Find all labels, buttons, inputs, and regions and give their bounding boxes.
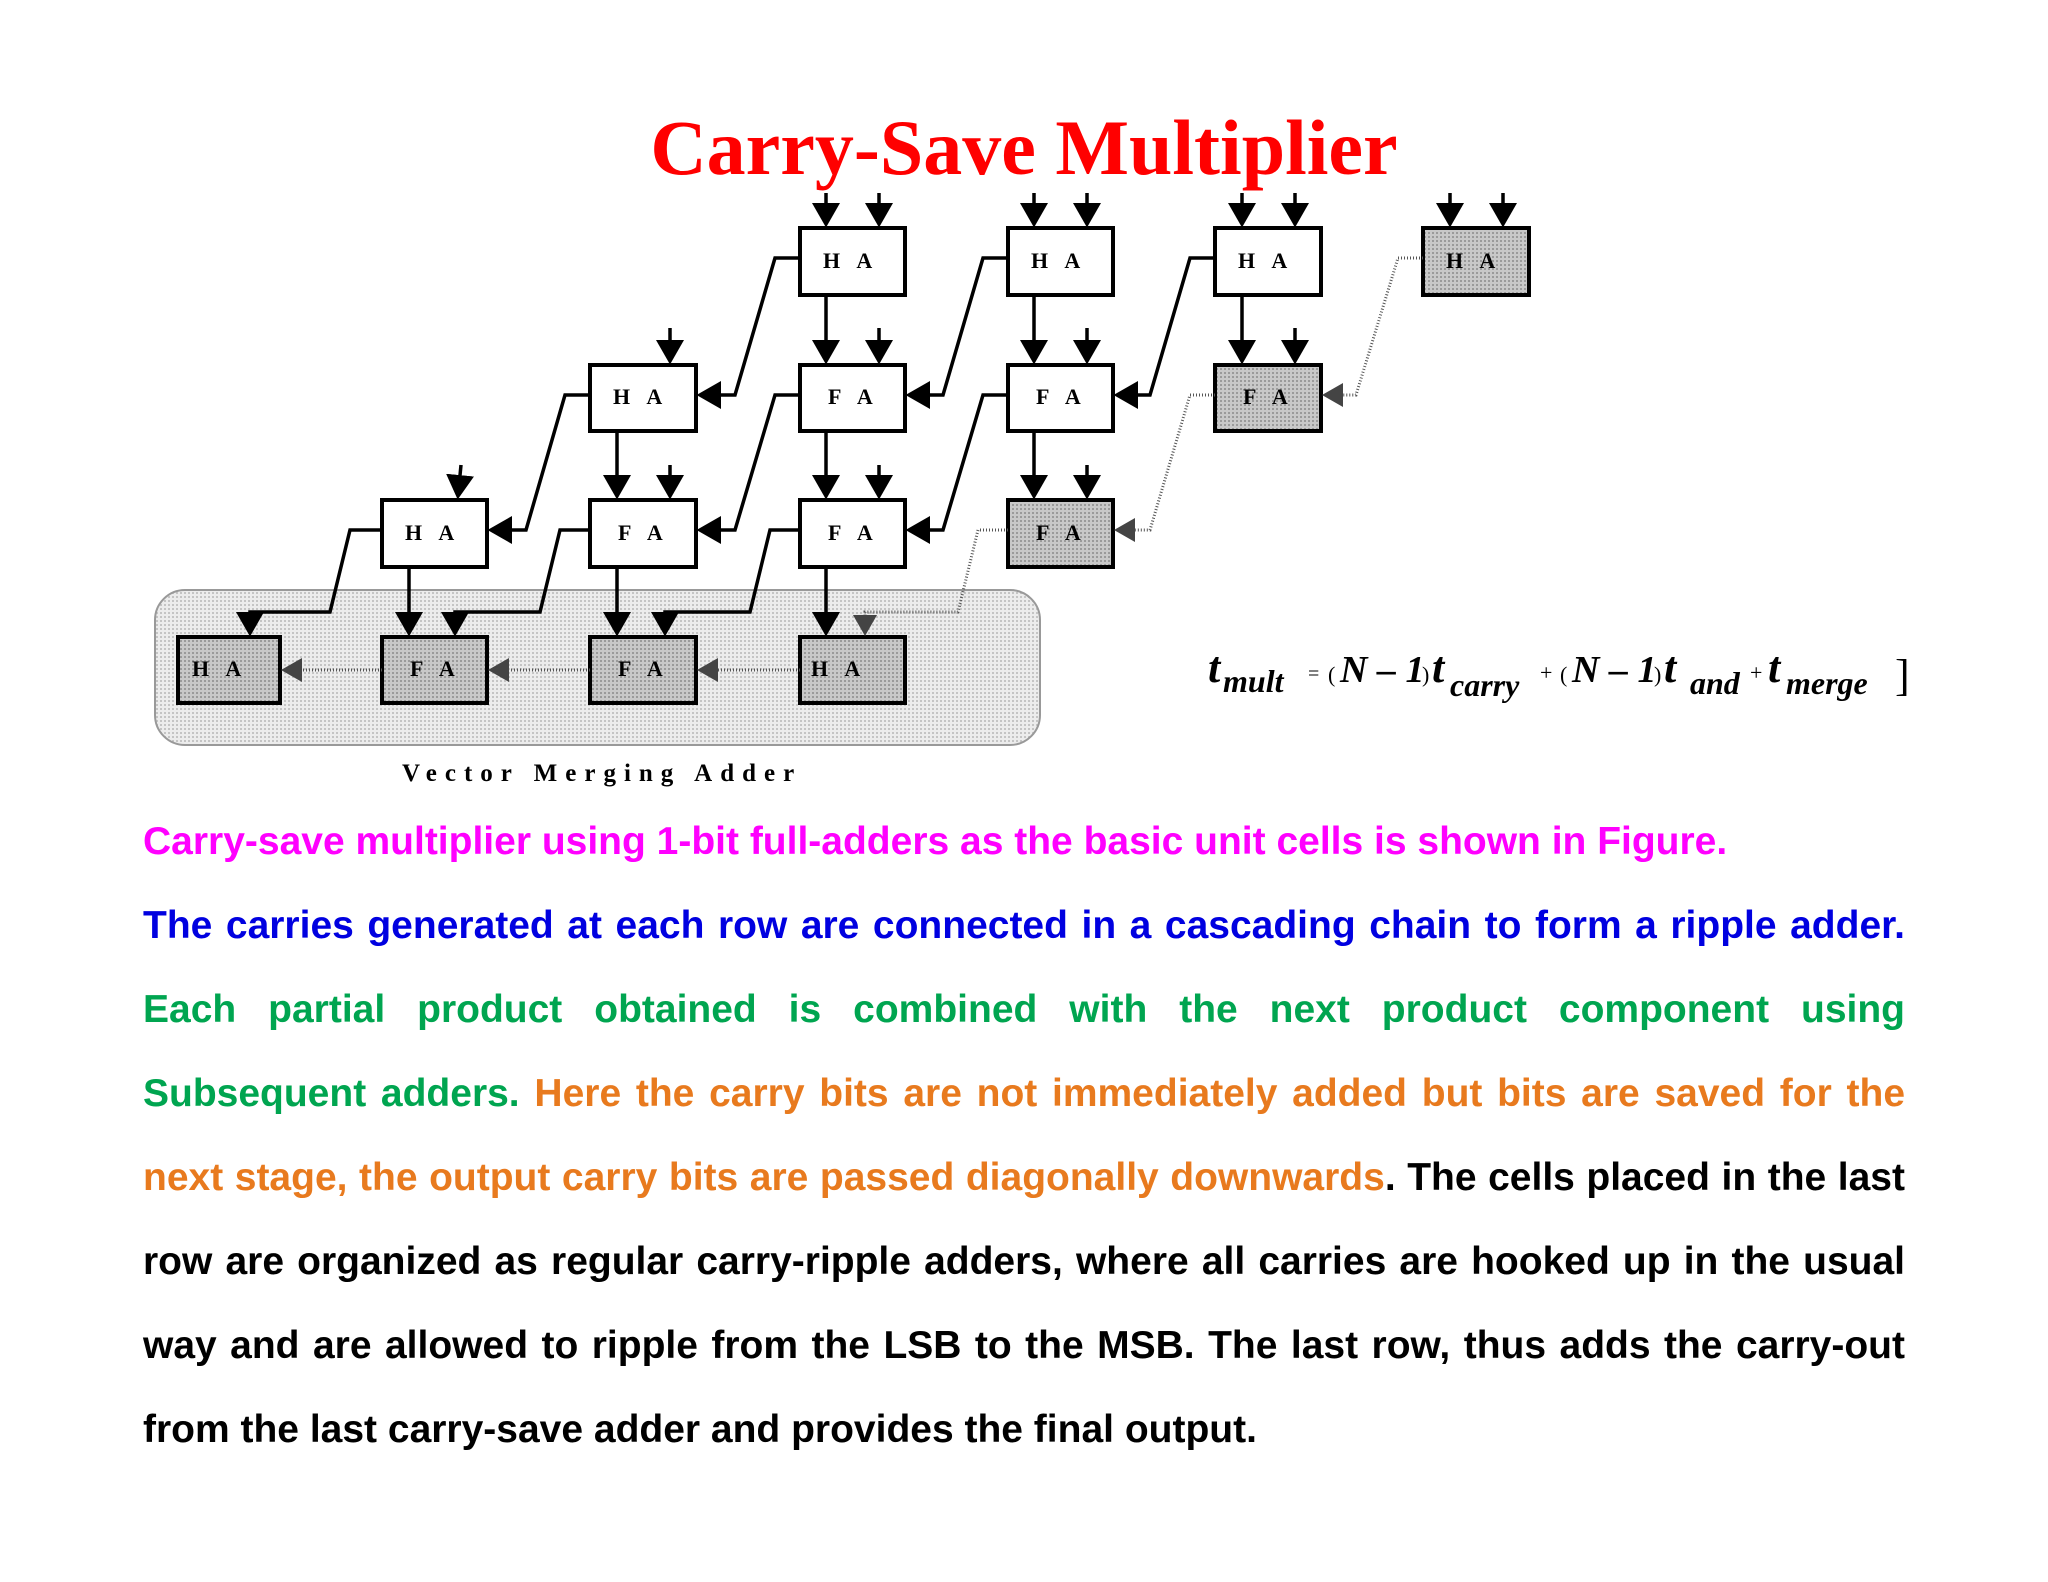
sum-wires bbox=[395, 295, 1256, 637]
diagram-wire bbox=[696, 393, 800, 544]
page-title: Carry-Save Multiplier bbox=[650, 104, 1398, 191]
diagram-wire bbox=[1114, 393, 1215, 542]
diagram-wire bbox=[1113, 256, 1215, 409]
diagram-label: + bbox=[1540, 660, 1552, 685]
diagram-label: F A bbox=[1036, 384, 1087, 409]
body-text: The carries generated at each row are co… bbox=[143, 904, 1906, 1451]
diagram-label: F A bbox=[1036, 520, 1087, 545]
diagram-label: H A bbox=[1446, 248, 1501, 273]
cell-r1-c1 bbox=[798, 226, 907, 297]
diagram-label: F A bbox=[828, 384, 879, 409]
diagram-label: H A bbox=[1031, 248, 1086, 273]
diagram-label: t bbox=[1664, 643, 1678, 692]
diagram-label: H A bbox=[823, 248, 878, 273]
diagram-label: ( bbox=[1560, 662, 1567, 687]
diagram-wire bbox=[487, 393, 590, 544]
cell-r3-c2 bbox=[588, 498, 698, 569]
diagram-label: + bbox=[1750, 660, 1762, 685]
row-4: H A F A F A H A bbox=[176, 635, 907, 705]
diagram-label: F A bbox=[618, 656, 669, 681]
diagram-label: F A bbox=[618, 520, 669, 545]
diagram-wire bbox=[905, 256, 1008, 409]
description-paragraph: Carry-save multiplier using 1-bit full-a… bbox=[143, 800, 1905, 1472]
cell-r1-c4 bbox=[1421, 226, 1531, 297]
cell-r4-c3 bbox=[588, 635, 698, 705]
diagram-label: N – 1 bbox=[1571, 649, 1656, 691]
carry-wires bbox=[236, 256, 1423, 637]
cell-r4-c4 bbox=[798, 635, 907, 705]
diagram-label: H A bbox=[613, 384, 668, 409]
diagram-label: ) bbox=[1422, 662, 1429, 687]
cell-r4-c2 bbox=[380, 635, 489, 705]
carry-save-multiplier-diagram: H A H A H A H A H A F A F A F A H A F A … bbox=[154, 193, 1910, 787]
diagram-label: ) bbox=[1654, 662, 1661, 687]
diagram-label: N – 1 bbox=[1339, 649, 1424, 691]
diagram-label: H A bbox=[811, 656, 866, 681]
diagram-wire bbox=[446, 464, 474, 500]
cell-r1-c3 bbox=[1213, 226, 1323, 297]
diagram-label: F A bbox=[828, 520, 879, 545]
cell-r2-c1 bbox=[588, 363, 698, 433]
diagram-label: merge bbox=[1786, 665, 1868, 701]
diagram-label: F A bbox=[410, 656, 461, 681]
diagram-label: ] bbox=[1895, 651, 1910, 700]
diagram-wire bbox=[853, 528, 1008, 636]
cell-r3-c4 bbox=[1006, 498, 1115, 569]
intro-line: Carry-save multiplier using 1-bit full-a… bbox=[143, 820, 1728, 863]
diagram-label: carry bbox=[1450, 667, 1520, 703]
diagram-wire bbox=[651, 528, 800, 637]
diagram-wire bbox=[441, 528, 590, 637]
diagram-wire bbox=[1322, 256, 1423, 407]
cell-r2-c2 bbox=[798, 363, 907, 433]
cell-r3-c1 bbox=[380, 498, 489, 569]
input-arrows bbox=[446, 193, 1517, 500]
diagram-label: t bbox=[1768, 643, 1782, 692]
diagram-wire bbox=[696, 256, 800, 409]
diagram-wire bbox=[905, 393, 1008, 544]
timing-formula: t mult = ( N – 1 ) t carry + ( N – 1 ) t… bbox=[1208, 643, 1910, 703]
diagram-label: ( bbox=[1328, 662, 1335, 687]
diagram-label: and bbox=[1690, 665, 1741, 701]
diagram-label: F A bbox=[1243, 384, 1294, 409]
cell-r2-c3 bbox=[1006, 363, 1115, 433]
diagram-wire bbox=[236, 528, 382, 637]
diagram-label: H A bbox=[192, 656, 247, 681]
diagram-label: H A bbox=[405, 520, 460, 545]
diagram-label: H A bbox=[1238, 248, 1293, 273]
cell-r2-c4 bbox=[1213, 363, 1323, 433]
cell-r4-c1 bbox=[176, 635, 282, 705]
diagram-label: = bbox=[1308, 663, 1319, 685]
row-1: H A H A H A H A bbox=[798, 226, 1531, 297]
row-2: H A F A F A F A bbox=[588, 363, 1323, 433]
diagram-label: mult bbox=[1223, 663, 1285, 699]
diagram-label: t bbox=[1208, 643, 1222, 692]
row-3: H A F A F A F A bbox=[380, 498, 1115, 569]
cell-r3-c3 bbox=[798, 498, 907, 569]
cell-r1-c2 bbox=[1006, 226, 1115, 297]
diagram-label: t bbox=[1432, 643, 1446, 692]
vector-merging-adder-label: Vector Merging Adder bbox=[402, 760, 802, 787]
